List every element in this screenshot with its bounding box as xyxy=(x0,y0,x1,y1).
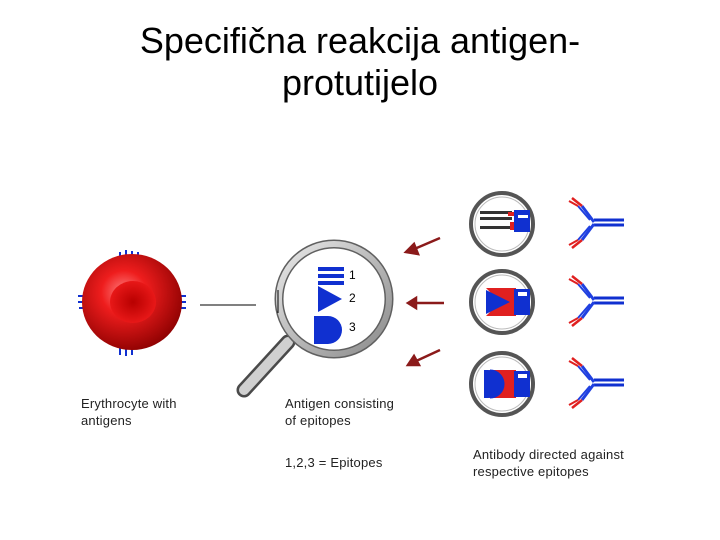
binding-site-3 xyxy=(469,351,535,417)
caption-antibody: Antibody directed against respective epi… xyxy=(473,446,624,480)
caption-antibody-line-2: respective epitopes xyxy=(473,464,589,479)
magnifying-glass-icon: 1 2 3 xyxy=(236,239,394,398)
caption-antigen-line-2: of epitopes xyxy=(285,413,351,428)
caption-erythrocyte: Erythrocyte with antigens xyxy=(81,395,177,429)
caption-epitopes: 1,2,3 = Epitopes xyxy=(285,454,383,471)
binding-site-1 xyxy=(469,191,535,257)
title-line-1: Specifična reakcija antigen- xyxy=(139,20,581,61)
red-blood-cell-dimple xyxy=(110,281,156,323)
caption-erythrocyte-line-2: antigens xyxy=(81,413,132,428)
erythrocyte xyxy=(78,250,256,356)
arrow-3 xyxy=(413,348,441,364)
epitope-1-shape xyxy=(318,267,344,285)
title-line-2: protutijelo xyxy=(281,62,439,103)
slide-title: Specifična reakcija antigen- protutijelo xyxy=(60,20,660,104)
antibody-group-1 xyxy=(567,196,626,250)
epitope-label-2: 2 xyxy=(349,291,356,305)
epitope-label-1: 1 xyxy=(349,268,356,282)
binding-arrows xyxy=(403,236,444,367)
caption-epitopes-line: 1,2,3 = Epitopes xyxy=(285,455,383,470)
caption-antigen: Antigen consisting of epitopes xyxy=(285,395,394,429)
epitope-label-3: 3 xyxy=(349,320,356,334)
antibody-group-2 xyxy=(567,274,626,328)
epitope-2-shape xyxy=(318,286,342,312)
caption-erythrocyte-line-1: Erythrocyte with xyxy=(81,396,177,411)
binding-site-2 xyxy=(469,269,535,335)
caption-antigen-line-1: Antigen consisting xyxy=(285,396,395,411)
caption-antibody-line-1: Antibody directed against xyxy=(473,447,624,462)
antibody-group-3 xyxy=(567,356,626,410)
